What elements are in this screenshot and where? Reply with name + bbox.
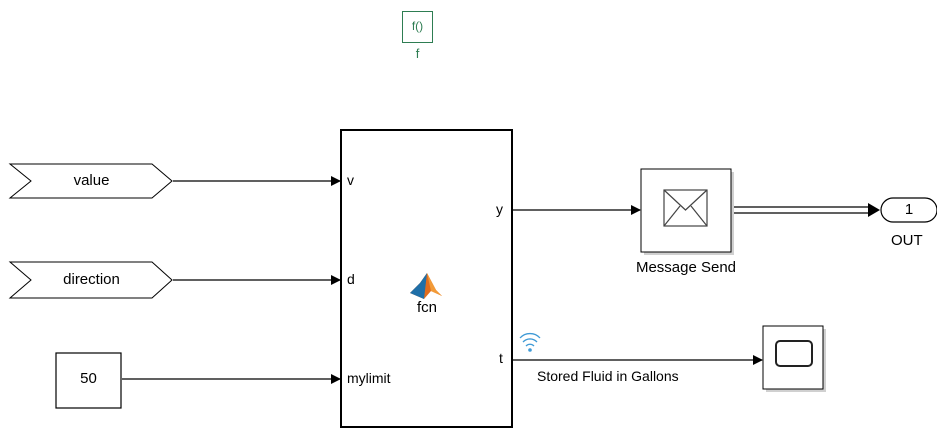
matlab-logo-icon bbox=[410, 273, 442, 299]
from-block-direction[interactable] bbox=[8, 261, 173, 299]
scope-screen-icon bbox=[775, 340, 813, 367]
input-port-v: v bbox=[347, 172, 354, 188]
message-line-to-out[interactable] bbox=[734, 203, 880, 217]
constant-value: 50 bbox=[80, 370, 97, 387]
constant-block[interactable] bbox=[55, 352, 122, 409]
outport-number: 1 bbox=[904, 201, 914, 218]
signal-label: Stored Fluid in Gallons bbox=[537, 368, 679, 384]
from-block-direction-label: direction bbox=[63, 271, 120, 288]
envelope-icon bbox=[663, 189, 708, 227]
output-port-t: t bbox=[499, 350, 503, 366]
matlab-function-name: fcn bbox=[416, 299, 437, 316]
simulink-function-block[interactable]: f() bbox=[402, 11, 433, 43]
input-port-d: d bbox=[347, 271, 355, 287]
input-port-mylimit: mylimit bbox=[347, 370, 391, 386]
signal-logging-icon[interactable] bbox=[519, 332, 541, 352]
message-send-name: Message Send bbox=[635, 259, 737, 276]
from-block-value-label: value bbox=[73, 172, 110, 189]
simulink-function-name: f bbox=[415, 46, 420, 61]
outport-name: OUT bbox=[891, 232, 923, 249]
outport-block[interactable] bbox=[880, 197, 937, 223]
from-block-value[interactable] bbox=[8, 163, 173, 199]
output-port-y: y bbox=[496, 201, 503, 217]
